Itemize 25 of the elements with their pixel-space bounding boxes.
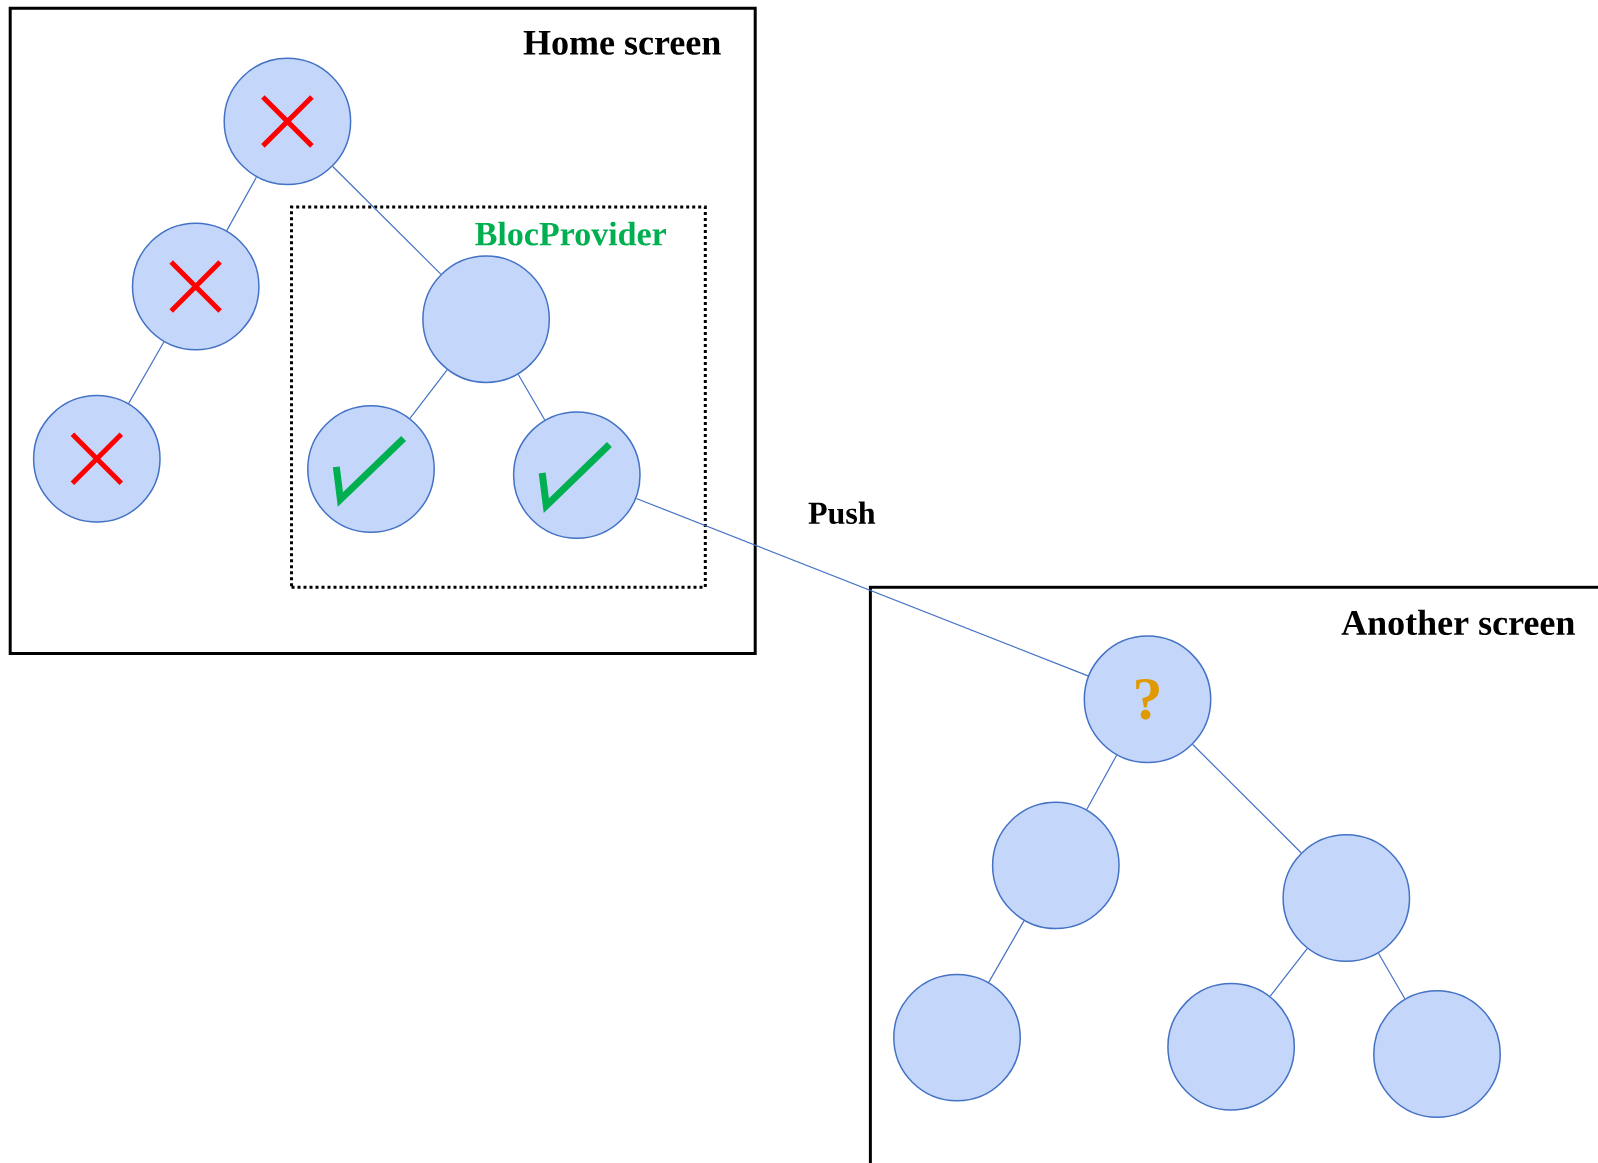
connector-line bbox=[1377, 952, 1406, 1000]
tree-node-circle bbox=[223, 57, 352, 186]
connector-line bbox=[1269, 947, 1308, 997]
dotted-frame bbox=[290, 205, 707, 589]
tree-node-circle bbox=[1373, 990, 1501, 1118]
edge-label: Push bbox=[806, 499, 878, 527]
connector-line bbox=[409, 369, 448, 419]
tree-node-circle bbox=[893, 973, 1021, 1102]
connector-line bbox=[1086, 754, 1118, 810]
connector-line bbox=[635, 497, 1089, 677]
tree-node-circle bbox=[32, 394, 161, 523]
tree-node-circle bbox=[512, 411, 641, 540]
tree-node-circle bbox=[422, 255, 551, 384]
tree-node-circle bbox=[307, 405, 435, 533]
tree-node-circle bbox=[1167, 982, 1296, 1111]
connector-line bbox=[332, 165, 442, 275]
group-label: BlocProvider bbox=[475, 221, 666, 246]
connector-line bbox=[226, 176, 257, 232]
tree-node-circle bbox=[1282, 834, 1411, 962]
tree-node-circle bbox=[131, 222, 260, 351]
connector-line bbox=[517, 373, 546, 421]
connector-line bbox=[128, 341, 165, 404]
tree-node-circle bbox=[991, 801, 1120, 930]
connector-line bbox=[1192, 743, 1302, 854]
connector-line bbox=[988, 920, 1025, 983]
